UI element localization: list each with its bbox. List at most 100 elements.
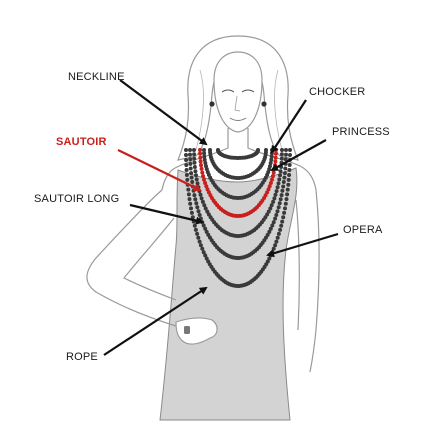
matinee-strand-bead [267,167,272,172]
sautoir-long-strand-bead [274,189,279,194]
sautoir-strand-bead [266,187,271,192]
rope-strand-bead [198,243,203,248]
rope-strand-bead [192,223,197,228]
rope-strand-bead [185,177,190,182]
opera-strand-bead [192,193,197,198]
chocker-strand-bead [256,148,260,152]
sautoir-long-strand-bead [202,203,207,208]
sautoir-strand-bead [203,181,208,185]
rope-strand-bead [184,173,189,177]
sautoir-strand-bead [273,155,278,160]
opera-strand-bead [284,152,288,157]
matinee-strand-bead [202,148,206,152]
sautoir-strand-bead [198,155,203,160]
rope-strand-bead [285,187,290,192]
opera-strand-bead [275,209,280,214]
sautoir-long-arrow [129,203,204,225]
rope-strand-bead [196,235,201,240]
rope-strand-bead [187,197,192,202]
rope-strand-bead [184,158,189,162]
sautoir-long-strand-bead [269,203,274,208]
sautoir-strand-bead [271,170,276,175]
rope-strand-bead [188,201,193,206]
sautoir-long-strand-bead [276,181,281,186]
rope-strand-bead [184,168,189,172]
rope-strand-bead [274,239,279,244]
opera-strand-bead [280,188,285,193]
opera-strand-bead [193,197,198,202]
left-arm [86,189,177,327]
sautoir-strand-bead [198,159,203,164]
rope-strand-bead [276,231,281,236]
label-opera: OPERA [343,224,383,236]
rope-strand-bead [283,206,287,211]
sautoir-long-strand-bead [192,152,197,157]
label-rope: ROPE [66,351,98,363]
matinee-strand-bead [202,157,207,162]
rope-strand-bead [265,259,270,264]
opera-strand-bead [284,148,288,152]
rope-strand-bead [193,227,198,232]
rope-strand-bead [200,246,205,251]
sautoir-strand-bead [268,181,273,185]
sautoir-long-strand-bead [273,192,278,197]
label-sautoir-long: SAUTOIR LONG [34,193,120,205]
sautoir-long-strand-bead [268,206,273,211]
sautoir-long-strand-bead [199,196,204,201]
dress [159,167,298,421]
rope-strand-bead [184,153,188,157]
opera-strand-bead [189,171,194,176]
opera-strand-bead [282,171,287,176]
sautoir-long-strand-bead [192,165,197,169]
sautoir-long-strand-bead [271,199,276,204]
opera-strand-bead [283,166,288,171]
rope-strand-bead [271,246,276,251]
opera-strand-bead [188,161,193,166]
sautoir-strand-bead [198,151,203,156]
opera-strand-bead [283,157,288,162]
sautoir-arrow [117,149,202,191]
princess-arrow [270,139,327,171]
sautoir-long-strand-bead [278,169,283,174]
sautoir-long-strand-bead [279,156,284,161]
label-princess: PRINCESS [332,126,390,138]
opera-strand-bead [195,205,200,210]
matinee-strand-bead [202,151,207,156]
opera-strand-bead [273,216,278,221]
sautoir-strand-bead [273,151,278,156]
sautoir-long-strand-bead [192,160,197,165]
sautoir-long-strand-bead [279,152,284,157]
rope-strand-bead [189,206,193,211]
sautoir-long-strand-bead [192,148,196,152]
rope-strand-bead [287,173,292,177]
rope-strand-bead [278,227,283,232]
opera-strand-bead [276,205,281,210]
rope-strand-bead [279,223,284,228]
sautoir-strand-bead [201,174,206,179]
label-neckline: NECKLINE [68,71,125,83]
label-chocker: CHOCKER [309,86,366,98]
rope-strand-bead [275,235,280,240]
rope-strand-bead [287,163,292,167]
rope-strand-bead [184,163,189,167]
opera-strand-bead [268,226,273,231]
label-sautoir: SAUTOIR [56,136,107,148]
opera-strand-bead [271,220,276,225]
rope-strand-bead [280,219,285,224]
rope-strand-bead [186,192,191,197]
sautoir-strand-bead [265,190,270,195]
opera-arrow [266,232,339,258]
opera-strand-bead [270,223,275,228]
sautoir-long-strand-bead [192,156,197,161]
rope-strand-bead [286,182,291,187]
opera-strand-bead [189,175,194,180]
opera-strand-bead [188,166,193,171]
rope-strand-bead [281,215,286,220]
sautoir-long-strand-bead [272,196,277,201]
opera-strand-bead [265,232,270,237]
matinee-strand-bead [203,161,208,165]
rope-strand-bead [197,239,202,244]
hand [175,317,218,345]
rope-strand-bead [283,201,288,206]
